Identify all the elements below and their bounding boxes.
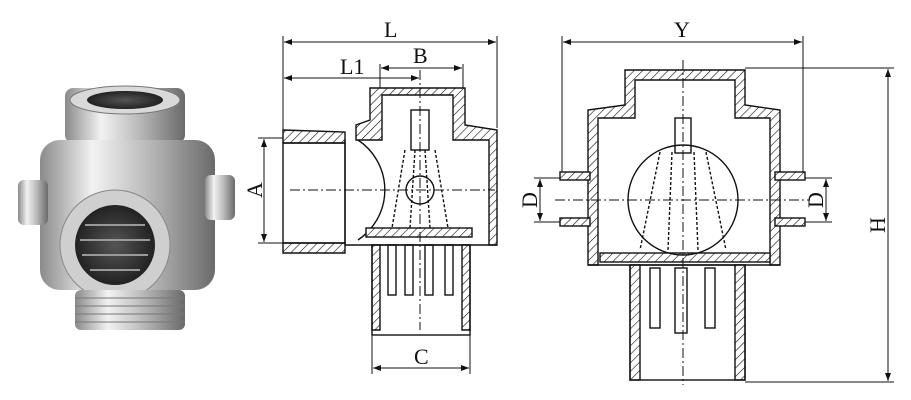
dim-label-D-right: D bbox=[803, 192, 828, 208]
dim-label-A: A bbox=[242, 182, 267, 198]
side-section-view: L L1 B A C bbox=[242, 17, 498, 374]
dim-label-C: C bbox=[414, 344, 429, 369]
dim-label-L: L bbox=[384, 17, 397, 42]
dim-label-D-left: D bbox=[517, 192, 542, 208]
dim-label-Y: Y bbox=[674, 17, 690, 42]
dim-label-H: H bbox=[865, 217, 890, 233]
front-section-view: Y D D H bbox=[517, 17, 894, 385]
product-photo bbox=[18, 85, 235, 330]
dim-label-B: B bbox=[413, 43, 428, 68]
dim-label-L1: L1 bbox=[340, 54, 364, 79]
